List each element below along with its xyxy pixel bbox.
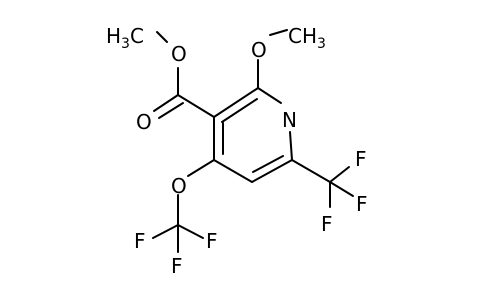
ocf3-fluorine-left: F [134, 229, 146, 253]
ocf3-fluorine-bottom: F [171, 254, 183, 278]
bond-ocf3-c-f2 [177, 224, 204, 239]
cf3-fluorine-top: F [355, 147, 367, 171]
bond-c3-carbonyl-c [177, 94, 215, 118]
ester-ether-oxygen: O [171, 42, 187, 66]
ring-nitrogen: N [282, 108, 297, 132]
bond-c3-c2-inner [221, 98, 258, 123]
bonds [152, 29, 354, 253]
carbonyl-oxygen: O [136, 110, 152, 134]
ester-methyl-label: H3C [106, 24, 144, 52]
methoxy-methyl-ch: CH [288, 24, 317, 48]
cf3-fluorine-right: F [356, 192, 368, 216]
ocf3-fluorine-right: F [206, 229, 218, 253]
bond-c6-c5-inner [252, 155, 284, 173]
bond-c3-c2 [213, 87, 259, 118]
bond-ether-o-ch3 [156, 31, 168, 43]
bond-c4-ocf3-o [187, 159, 215, 177]
bond-cf3-c-f2 [329, 181, 354, 197]
methoxy-methyl-label: CH3 [288, 24, 326, 52]
bond-n-c6 [289, 131, 293, 161]
bond-methoxy-o-ch3 [269, 29, 288, 36]
cf3-fluorine-bottom: F [321, 212, 333, 236]
bond-ocf3-c-f1 [152, 224, 179, 239]
bond-carbonyl-double-a [153, 94, 179, 112]
bond-c6-cf3-c [291, 159, 331, 183]
atom-labels: H3C O O O CH3 N O F F F F F F [106, 24, 368, 278]
bond-c2-n [257, 87, 282, 104]
ocf3-oxygen: O [171, 174, 187, 198]
ester-methyl-subscript: 3 [121, 36, 130, 52]
methoxy-methyl-subscript: 3 [317, 36, 326, 52]
bond-c5-c4 [213, 159, 253, 183]
bond-carbonyl-double-b [158, 102, 184, 119]
methoxy-oxygen: O [251, 38, 267, 62]
ester-methyl-h: H [106, 24, 121, 48]
bond-c6-c5 [251, 159, 293, 183]
ester-methyl-c: C [130, 24, 144, 48]
bond-cf3-c-f1 [329, 166, 350, 183]
